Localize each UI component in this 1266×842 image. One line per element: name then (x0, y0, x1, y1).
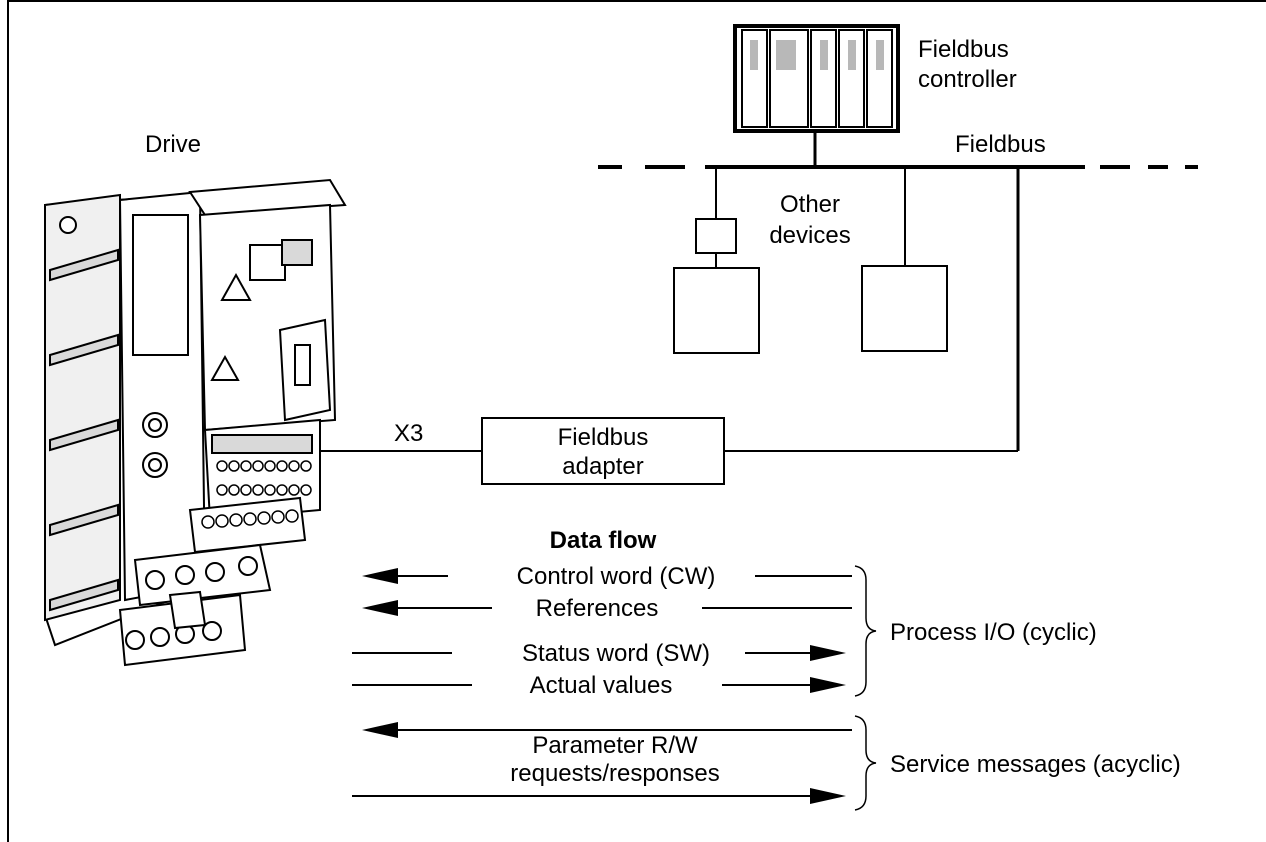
status-word-arrow (352, 645, 846, 661)
service-brace (854, 715, 877, 811)
drive-label: Drive (145, 131, 201, 158)
other-device-1 (673, 167, 760, 354)
adapter-label-line1: Fieldbus (558, 424, 649, 451)
x3-label: X3 (394, 420, 423, 447)
process-io-brace (854, 565, 877, 697)
other-devices-label-line1: Other (780, 191, 840, 218)
service-response-arrow (352, 788, 846, 804)
process-io-label: Process I/O (cyclic) (890, 619, 1097, 646)
service-request-arrow (362, 722, 852, 738)
service-label-line2: requests/responses (510, 760, 719, 787)
control-word-label: Control word (CW) (517, 563, 716, 590)
data-flow-title: Data flow (550, 527, 657, 554)
controller-label-line2: controller (918, 66, 1017, 93)
actual-values-arrow (352, 677, 846, 693)
adapter-label-line2: adapter (562, 453, 643, 480)
status-word-label: Status word (SW) (522, 640, 710, 667)
controller-label-line1: Fieldbus (918, 36, 1009, 63)
control-word-arrow (362, 568, 852, 584)
references-label: References (536, 595, 659, 622)
fieldbus-label: Fieldbus (955, 131, 1046, 158)
fieldbus-adapter-box (481, 417, 725, 485)
other-devices-label-line2: devices (769, 222, 850, 249)
drive-illustration (44, 178, 347, 667)
other-device-2 (861, 167, 948, 352)
actual-values-label: Actual values (530, 672, 673, 699)
fieldbus-controller (733, 24, 900, 133)
service-messages-label: Service messages (acyclic) (890, 751, 1181, 778)
references-arrow (362, 600, 852, 616)
service-label-line1: Parameter R/W (532, 732, 698, 759)
